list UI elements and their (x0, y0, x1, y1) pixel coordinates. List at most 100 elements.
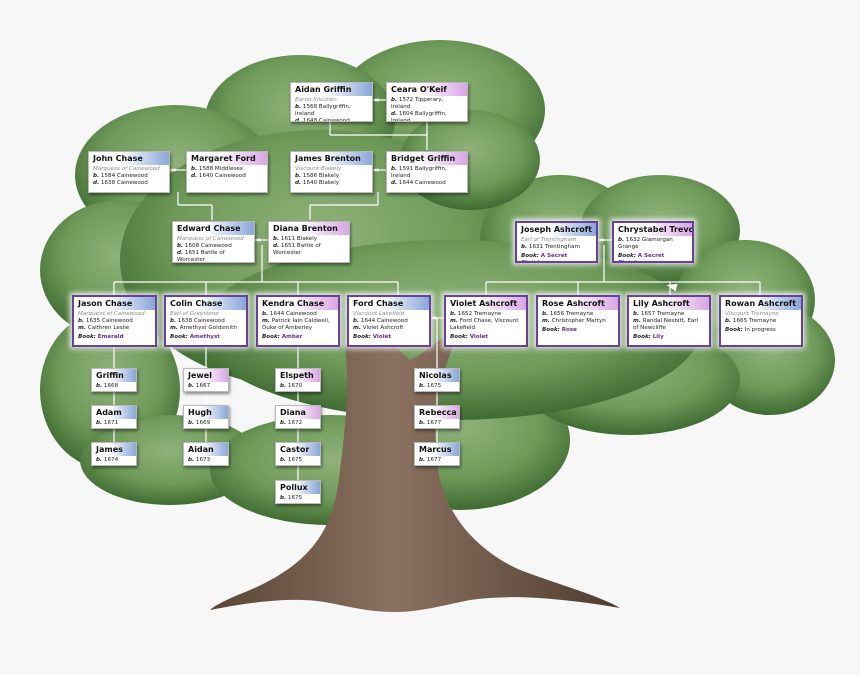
book-label: Book: (725, 327, 743, 333)
person-detail-line: b. 1644 Cainewood (262, 311, 334, 318)
book-line: Book: In progress (725, 327, 797, 334)
person-name: John Chase (89, 152, 169, 165)
person-title: Earl of Trentingham (521, 237, 577, 243)
person-detail-line: b. 1675 (280, 457, 316, 464)
person-name: Ceara O'Keif (387, 83, 467, 96)
person-detail-line: b. 1677 (419, 457, 455, 464)
person-detail-line: b. 1631 Trentingham (521, 244, 592, 251)
person-name: Marcus (415, 443, 459, 456)
person-detail-line: m. Caithren Leslie (78, 325, 151, 332)
detail-key: b. (280, 495, 287, 501)
person-title: Viscount Blakely (295, 166, 342, 172)
person-name: Castor (276, 443, 320, 456)
detail-value: 1657 Tremayne (640, 311, 685, 317)
detail-key: b. (280, 383, 287, 389)
detail-key: b. (273, 236, 280, 242)
detail-value: 1677 (426, 420, 442, 426)
detail-value: 1644 Cainewood (398, 180, 446, 186)
detail-value: 1672 (287, 420, 303, 426)
person-title: Viscount Tremayne (725, 311, 779, 317)
book-title[interactable]: Violet (372, 334, 392, 340)
person-detail-line: b. 1586 Blakely (295, 173, 368, 180)
person-name: Chrystabel Trevor (614, 223, 692, 236)
book-title[interactable]: Violet (469, 334, 489, 340)
detail-value: 1640 Blakely (302, 180, 340, 186)
person-name: Jason Chase (74, 297, 155, 310)
person-name: Edward Chase (173, 222, 254, 235)
detail-value: 1671 (103, 420, 119, 426)
book-title[interactable]: A Secret Christmas (521, 253, 568, 263)
book-label: Book: (618, 253, 636, 259)
person-title: Earl of Greystone (170, 311, 219, 317)
person-detail-line: b. 1644 Cainewood (353, 318, 425, 325)
detail-key: b. (521, 244, 528, 250)
detail-key: b. (188, 457, 195, 463)
marriage-rings-icon: ∞ (432, 314, 438, 322)
detail-value: 1669 (195, 420, 211, 426)
detail-value: 1675 (287, 495, 303, 501)
person-detail-line: b. 1665 Tremayne (725, 318, 797, 325)
detail-value: 1673 (195, 457, 211, 463)
person-detail-line: b. 1588 Middlesex (191, 166, 263, 173)
book-title[interactable]: Amber (281, 334, 303, 340)
detail-key: b. (725, 318, 732, 324)
detail-key: b. (295, 173, 302, 179)
book-line: Book: Lily (633, 334, 705, 341)
book-title[interactable]: Rose (561, 327, 577, 333)
detail-value: Randal Nesbitt, Earl of Newcliffe (633, 318, 699, 331)
detail-value: 1631 Trentingham (528, 244, 580, 250)
book-line: Book: A Secret Christmas (618, 253, 688, 263)
detail-value: Patrick Iain Caldwell, Duke of Amberley (262, 318, 330, 331)
book-line: Book: Emerald (78, 334, 151, 341)
book-title[interactable]: Lily (652, 334, 664, 340)
detail-key: d. (273, 243, 280, 249)
person-name: Diana Brenton (269, 222, 349, 235)
detail-key: b. (391, 166, 398, 172)
person-name: Rose Ashcroft (538, 297, 618, 310)
person-detail-line: b. 1671 (96, 420, 132, 427)
book-title[interactable]: Amethyst (189, 334, 220, 340)
person-detail-line: b. 1674 (96, 457, 132, 464)
detail-value: 1638 Cainewood (177, 318, 225, 324)
person-title: Baron Kilcullen (295, 97, 337, 103)
marriage-rings-icon: ∞ (599, 236, 605, 244)
person-detail-line: b. 1669 (188, 420, 224, 427)
book-label: Book: (353, 334, 371, 340)
person-detail-line: m. Randal Nesbitt, Earl of Newcliffe (633, 318, 705, 332)
detail-key: b. (353, 318, 360, 324)
detail-value: 1652 Tremayne (457, 311, 502, 317)
book-title[interactable]: A Secret Christmas (618, 253, 665, 263)
detail-value: Amethyst Goldsmith (179, 325, 237, 331)
person-name: Jewel (184, 369, 228, 382)
person-detail-line: b. 1638 Cainewood (170, 318, 242, 325)
person-detail-line: b. 1672 (280, 420, 316, 427)
detail-key: b. (419, 383, 426, 389)
detail-value: 1638 Cainewood (100, 180, 148, 186)
detail-key: b. (170, 318, 177, 324)
person-detail-line: d. 1604 Ballygriffin, Ireland (391, 111, 463, 121)
person-detail-line: b. 1611 Blakely (273, 236, 345, 243)
detail-value: 1675 (287, 457, 303, 463)
person-name: Joseph Ashcroft (517, 223, 596, 236)
book-title[interactable]: Emerald (97, 334, 124, 340)
detail-value: 1644 Cainewood (269, 311, 317, 317)
detail-key: m. (633, 318, 641, 324)
person-name: Colin Chase (166, 297, 246, 310)
